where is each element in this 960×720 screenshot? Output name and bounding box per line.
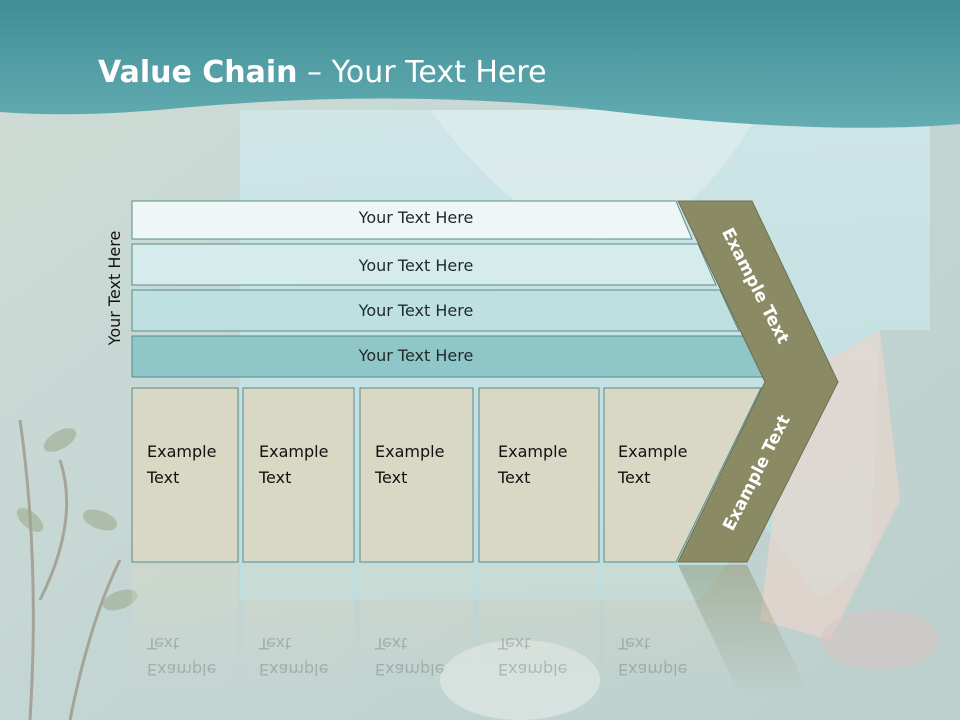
box-1 — [131, 387, 239, 563]
box-3 — [359, 387, 474, 563]
bar-3-label: Your Text Here — [358, 301, 474, 320]
box-4-line2: Text — [498, 468, 531, 487]
box-2-line1: Example — [259, 442, 329, 461]
bar-1 — [131, 200, 693, 240]
bar-3 — [131, 289, 740, 332]
box-5-line1: Example — [618, 442, 688, 461]
box-3-line2: Text — [375, 468, 408, 487]
box-3-line1: Example — [375, 442, 445, 461]
reflection — [132, 565, 810, 695]
box-1-line1: Example — [147, 442, 217, 461]
bar-2-label: Your Text Here — [358, 256, 474, 275]
box-5 — [603, 387, 762, 563]
slide-title: Value Chain – Your Text Here — [98, 52, 547, 94]
bar-2 — [131, 243, 717, 286]
box-5-line2: Text — [618, 468, 651, 487]
title-rest: – Your Text Here — [297, 55, 547, 90]
side-label: Your Text Here — [105, 230, 124, 346]
bar-1-label: Your Text Here — [358, 208, 474, 227]
box-4-line1: Example — [498, 442, 568, 461]
bar-4-label: Your Text Here — [358, 346, 474, 365]
box-2-line2: Text — [259, 468, 292, 487]
title-bold: Value Chain — [98, 55, 298, 90]
box-2 — [242, 387, 355, 563]
box-4 — [478, 387, 600, 563]
box-1-line2: Text — [147, 468, 180, 487]
chevron-arrow — [677, 200, 839, 563]
